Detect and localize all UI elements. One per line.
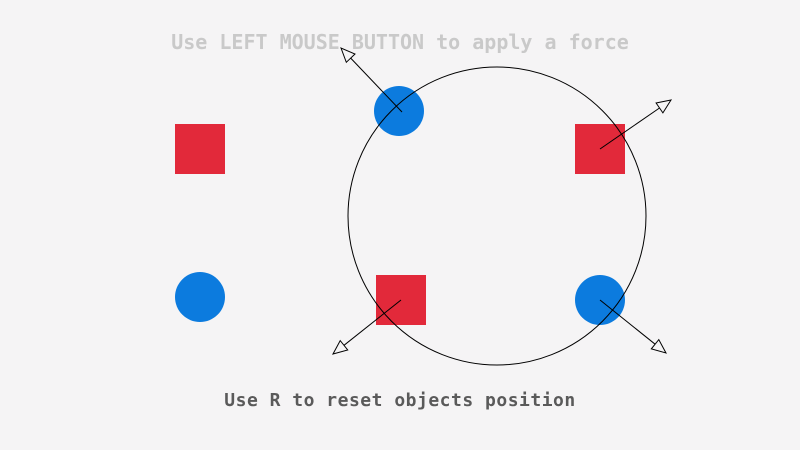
blue-ball-left[interactable] (175, 272, 225, 322)
red-box-right-force-arrow-head (655, 99, 673, 114)
blue-ball-bottom-force-arrow-head (650, 338, 667, 354)
blue-ball-top-force-arrow-head (340, 47, 356, 64)
force-field-circle (347, 66, 647, 366)
blue-ball-top-force-arrow-line (350, 57, 403, 113)
red-box-right-force-arrow-line (599, 107, 660, 150)
red-box-bottom-force-arrow-head (332, 339, 349, 355)
blue-ball-top[interactable] (374, 86, 424, 136)
red-box-top-left[interactable] (175, 124, 225, 174)
blue-ball-bottom-force-arrow-line (599, 299, 656, 345)
red-box-bottom-force-arrow-line (343, 299, 402, 346)
